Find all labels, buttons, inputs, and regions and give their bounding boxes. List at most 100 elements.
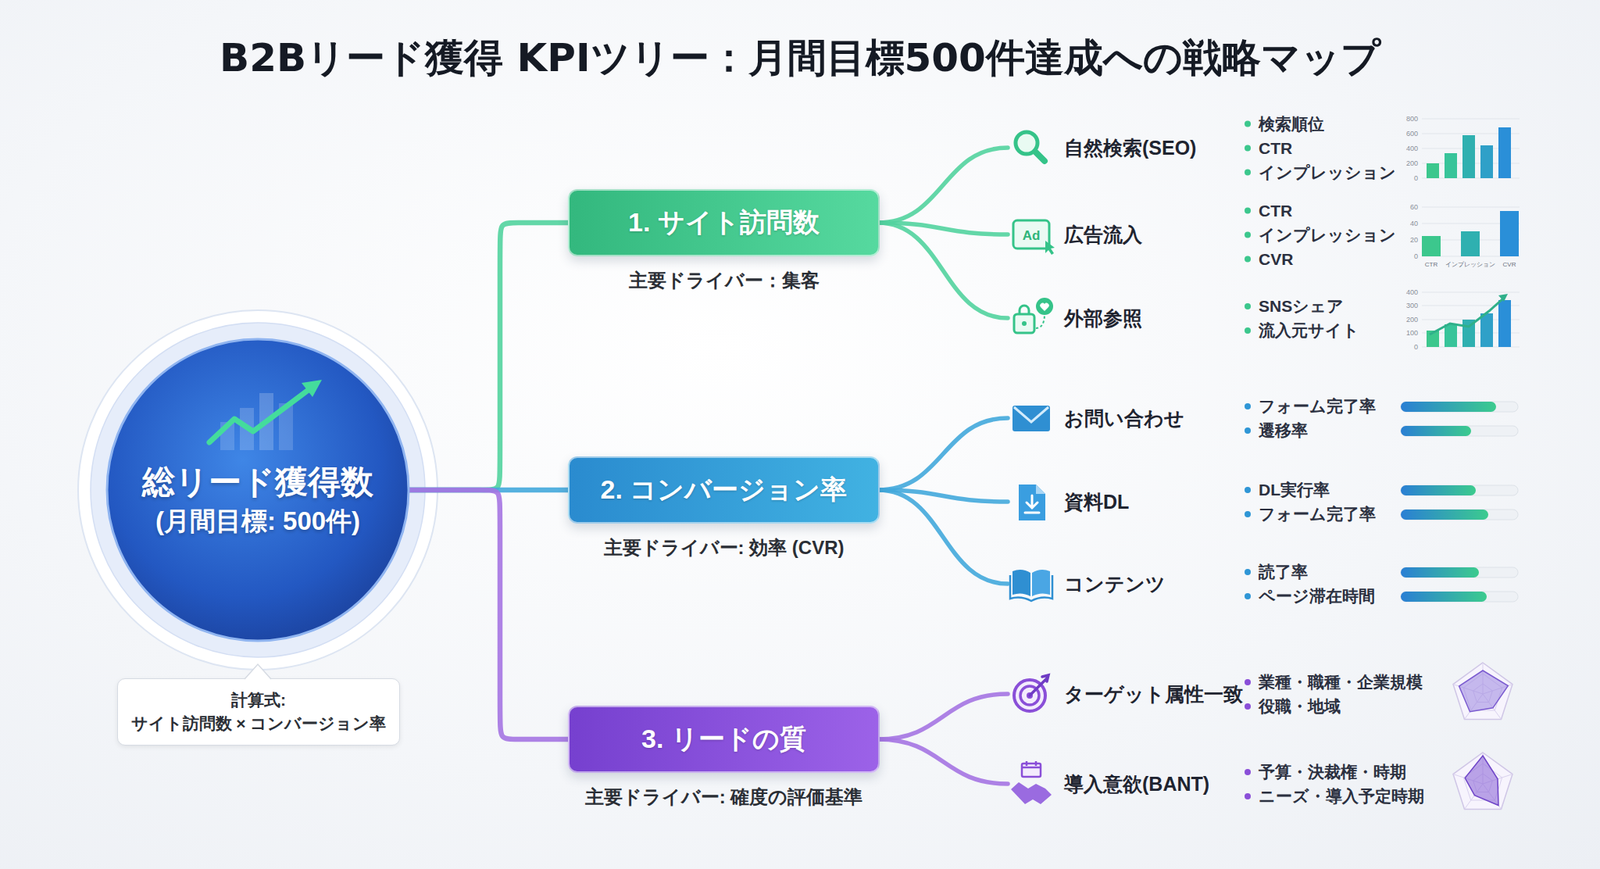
bullet-text: 遷移率 — [1258, 419, 1308, 442]
bullet-dot — [1244, 327, 1251, 334]
chart-bars — [1421, 235, 1441, 257]
callout-pointer — [243, 664, 272, 681]
book-icon — [1032, 569, 1050, 597]
metric-node: お問い合わせフォーム完了率遷移率 — [1007, 380, 1438, 456]
mail-icon — [1012, 405, 1050, 432]
bullet-row: 役職・地域 — [1244, 693, 1423, 718]
bullet-text: ページ滞在時間 — [1258, 585, 1375, 608]
radar-charts — [1453, 662, 1513, 809]
bullet-dot — [1244, 592, 1251, 600]
category-title: 3. リードの質 — [641, 721, 807, 758]
chart-bars — [1480, 145, 1493, 179]
chart-bars — [1498, 300, 1511, 347]
bullet-text: 流入元サイト — [1258, 319, 1360, 342]
axis-label: 400 — [1406, 289, 1418, 297]
axis-label: 400 — [1406, 145, 1418, 153]
metric-title: ターゲット属性一致 — [1064, 681, 1243, 708]
share-icon — [1021, 321, 1027, 326]
icon-text: Ad — [1022, 228, 1041, 243]
metric-node: 導入意欲(BANT)予算・決裁権・時期ニーズ・導入予定時期 — [1007, 746, 1438, 822]
axis-label: 0 — [1414, 253, 1418, 261]
bullet-row: ニーズ・導入予定時期 — [1244, 783, 1425, 808]
axis-label: CTR — [1425, 261, 1438, 268]
bullet-dot — [1244, 768, 1251, 775]
bullet-text: 検索順位 — [1258, 112, 1325, 135]
target-icon — [1029, 675, 1049, 696]
progress-bars — [1400, 401, 1518, 602]
root-growth-icon — [239, 407, 254, 450]
root-growth-icon — [209, 379, 322, 450]
chart-bars — [1498, 127, 1511, 179]
bullet-row: インプレッション — [1244, 160, 1397, 185]
category-title: 2. コンバージョン率 — [600, 471, 848, 508]
bullet-row: ページ滞在時間 — [1244, 583, 1375, 608]
category-title: 1. サイト訪問数 — [628, 204, 820, 241]
root-growth-icon — [259, 392, 274, 450]
bullet-text: CTR — [1258, 138, 1293, 158]
bullet-row: フォーム完了率 — [1244, 393, 1376, 418]
metric-node: 外部参照SNSシェア流入元サイト — [1007, 280, 1438, 356]
mail-icon — [1012, 405, 1050, 432]
bullet-text: フォーム完了率 — [1258, 395, 1376, 418]
axis-label: 0 — [1414, 343, 1418, 351]
callout-pointer — [244, 664, 272, 679]
bullet-row: CVR — [1244, 246, 1397, 272]
chart-grid — [1421, 207, 1520, 208]
bullet-text: フォーム完了率 — [1258, 503, 1376, 525]
axis-label: 600 — [1406, 130, 1418, 138]
bullet-dot — [1244, 255, 1251, 262]
mini-bar-charts — [1421, 118, 1520, 347]
bullet-row: インプレッション — [1244, 222, 1397, 247]
branch-connector — [409, 222, 568, 490]
category-box: 1. サイト訪問数主要ドライバー：集客 — [567, 189, 880, 257]
branch-connector — [878, 147, 1008, 223]
bullet-text: DL実行率 — [1258, 478, 1330, 501]
diagram-title: B2Bリード獲得 KPIツリー：月間目標500件達成への戦略マップ — [0, 32, 1600, 83]
progress-bars — [1400, 509, 1518, 520]
category-content: 1. サイト訪問数 — [569, 190, 879, 255]
ad-icon — [1013, 220, 1050, 249]
bullet-dot — [1244, 120, 1251, 127]
search-icon — [1015, 132, 1045, 161]
handshake-icon — [1010, 782, 1052, 804]
branch-connector — [409, 489, 568, 740]
bullet-text: インプレッション — [1258, 160, 1397, 183]
bullet-row: CTR — [1244, 135, 1397, 161]
share-icon — [1014, 314, 1035, 333]
formula-callout: 計算式:サイト訪問数 × コンバージョン率 — [117, 678, 400, 746]
metric-title: 広告流入 — [1064, 221, 1143, 248]
bullet-dot — [1244, 144, 1251, 151]
download-icon — [1018, 484, 1046, 521]
axis-label: 800 — [1406, 115, 1418, 123]
bullet-row: 予算・決裁権・時期 — [1244, 759, 1425, 784]
bullet-text: 役職・地域 — [1258, 695, 1341, 718]
chart-bars — [1500, 210, 1519, 257]
chart-bars — [1498, 293, 1508, 302]
formula-text: サイト訪問数 × コンバージョン率 — [131, 711, 387, 736]
goal-target: (月間目標: 500件) — [155, 503, 361, 540]
progress-bars — [1400, 425, 1518, 436]
root-growth-icon — [220, 421, 235, 450]
axis-label: 40 — [1410, 220, 1418, 228]
chart-bars — [1480, 313, 1493, 347]
category-content: 2. コンバージョン率 — [569, 457, 879, 522]
metric-node: 広告流入 CTR インプレッションCVR — [1007, 196, 1438, 272]
bullet-dot — [1244, 568, 1251, 575]
download-icon — [1035, 484, 1046, 494]
radar-charts — [1453, 752, 1513, 809]
chart-bars — [1426, 163, 1440, 179]
bullet-row: 読了率 — [1244, 559, 1375, 584]
circle-outline — [107, 339, 409, 641]
category-content: 3. リードの質 — [569, 707, 879, 772]
book-icon — [1010, 569, 1053, 601]
axis-label: 60 — [1410, 203, 1418, 211]
axis-label: インプレッション — [1445, 261, 1496, 268]
chart-bars — [1421, 127, 1519, 347]
bullet-dot — [1244, 231, 1251, 238]
root-growth-icon — [209, 389, 310, 443]
bullet-text: 予算・決裁権・時期 — [1258, 760, 1407, 783]
